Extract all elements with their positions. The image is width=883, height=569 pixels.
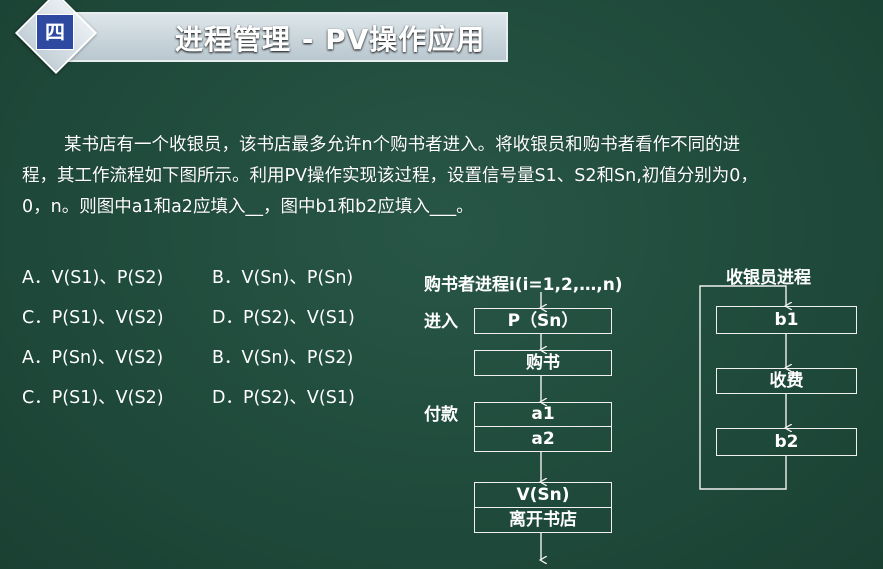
question-text: 某书店有一个收银员，该书店最多允许n个购书者进入。将收银员和购书者看作不同的进 … [22,130,862,223]
option-row: A．V(S1)、P(S2) B．V(Sn)、P(Sn) [22,258,400,298]
option-row: C．P(S1)、V(S2) D．P(S2)、V(S1) [22,298,400,338]
box-a2: a2 [474,426,612,452]
option-item[interactable]: A．V(S1)、P(S2) [22,268,164,288]
question-line-2: 程，其工作流程如下图所示。利用PV操作实现该过程，设置信号量S1、S2和Sn,初… [22,166,758,186]
page-title: 进程管理 - PV操作应用 [175,23,486,56]
box-collect-fee: 收费 [716,368,857,394]
question-line-1: 某书店有一个收银员，该书店最多允许n个购书者进入。将收银员和购书者看作不同的进 [64,135,741,155]
box-v-sn: V(Sn) [474,482,612,508]
enter-label: 进入 [424,312,458,332]
buyer-process-title: 购书者进程i(i=1,2,…,n) [424,275,623,295]
cashier-loop-line [699,285,787,490]
box-b1: b1 [716,306,857,334]
question-line-3: 0，n。则图中a1和a2应填入__，图中b1和b2应填入___。 [22,197,474,217]
box-buy-book: 购书 [474,350,612,376]
option-row: A．P(Sn)、V(S2) B．V(Sn)、P(S2) [22,338,400,378]
box-leave-store: 离开书店 [474,507,612,533]
option-item[interactable]: A．P(Sn)、V(S2) [22,348,164,368]
cashier-process-title: 收银员进程 [726,268,811,288]
option-item[interactable]: B．V(Sn)、P(S2) [212,348,354,368]
header-bar [56,12,508,62]
answer-options: A．V(S1)、P(S2) B．V(Sn)、P(Sn) C．P(S1)、V(S2… [22,258,400,418]
option-item[interactable]: C．P(S1)、V(S2) [22,308,164,328]
option-item[interactable]: B．V(Sn)、P(Sn) [212,268,354,288]
option-row: C．P(S1)、V(S2) D．P(S2)、V(S1) [22,378,400,418]
option-item[interactable]: C．P(S1)、V(S2) [22,388,164,408]
box-p-sn: P（Sn） [474,308,612,334]
box-b2: b2 [716,428,857,456]
box-a1: a1 [474,402,612,427]
pay-label: 付款 [424,405,458,425]
option-item[interactable]: D．P(S2)、V(S1) [212,308,355,328]
section-badge: 四 [36,14,74,50]
option-item[interactable]: D．P(S2)、V(S1) [212,388,355,408]
